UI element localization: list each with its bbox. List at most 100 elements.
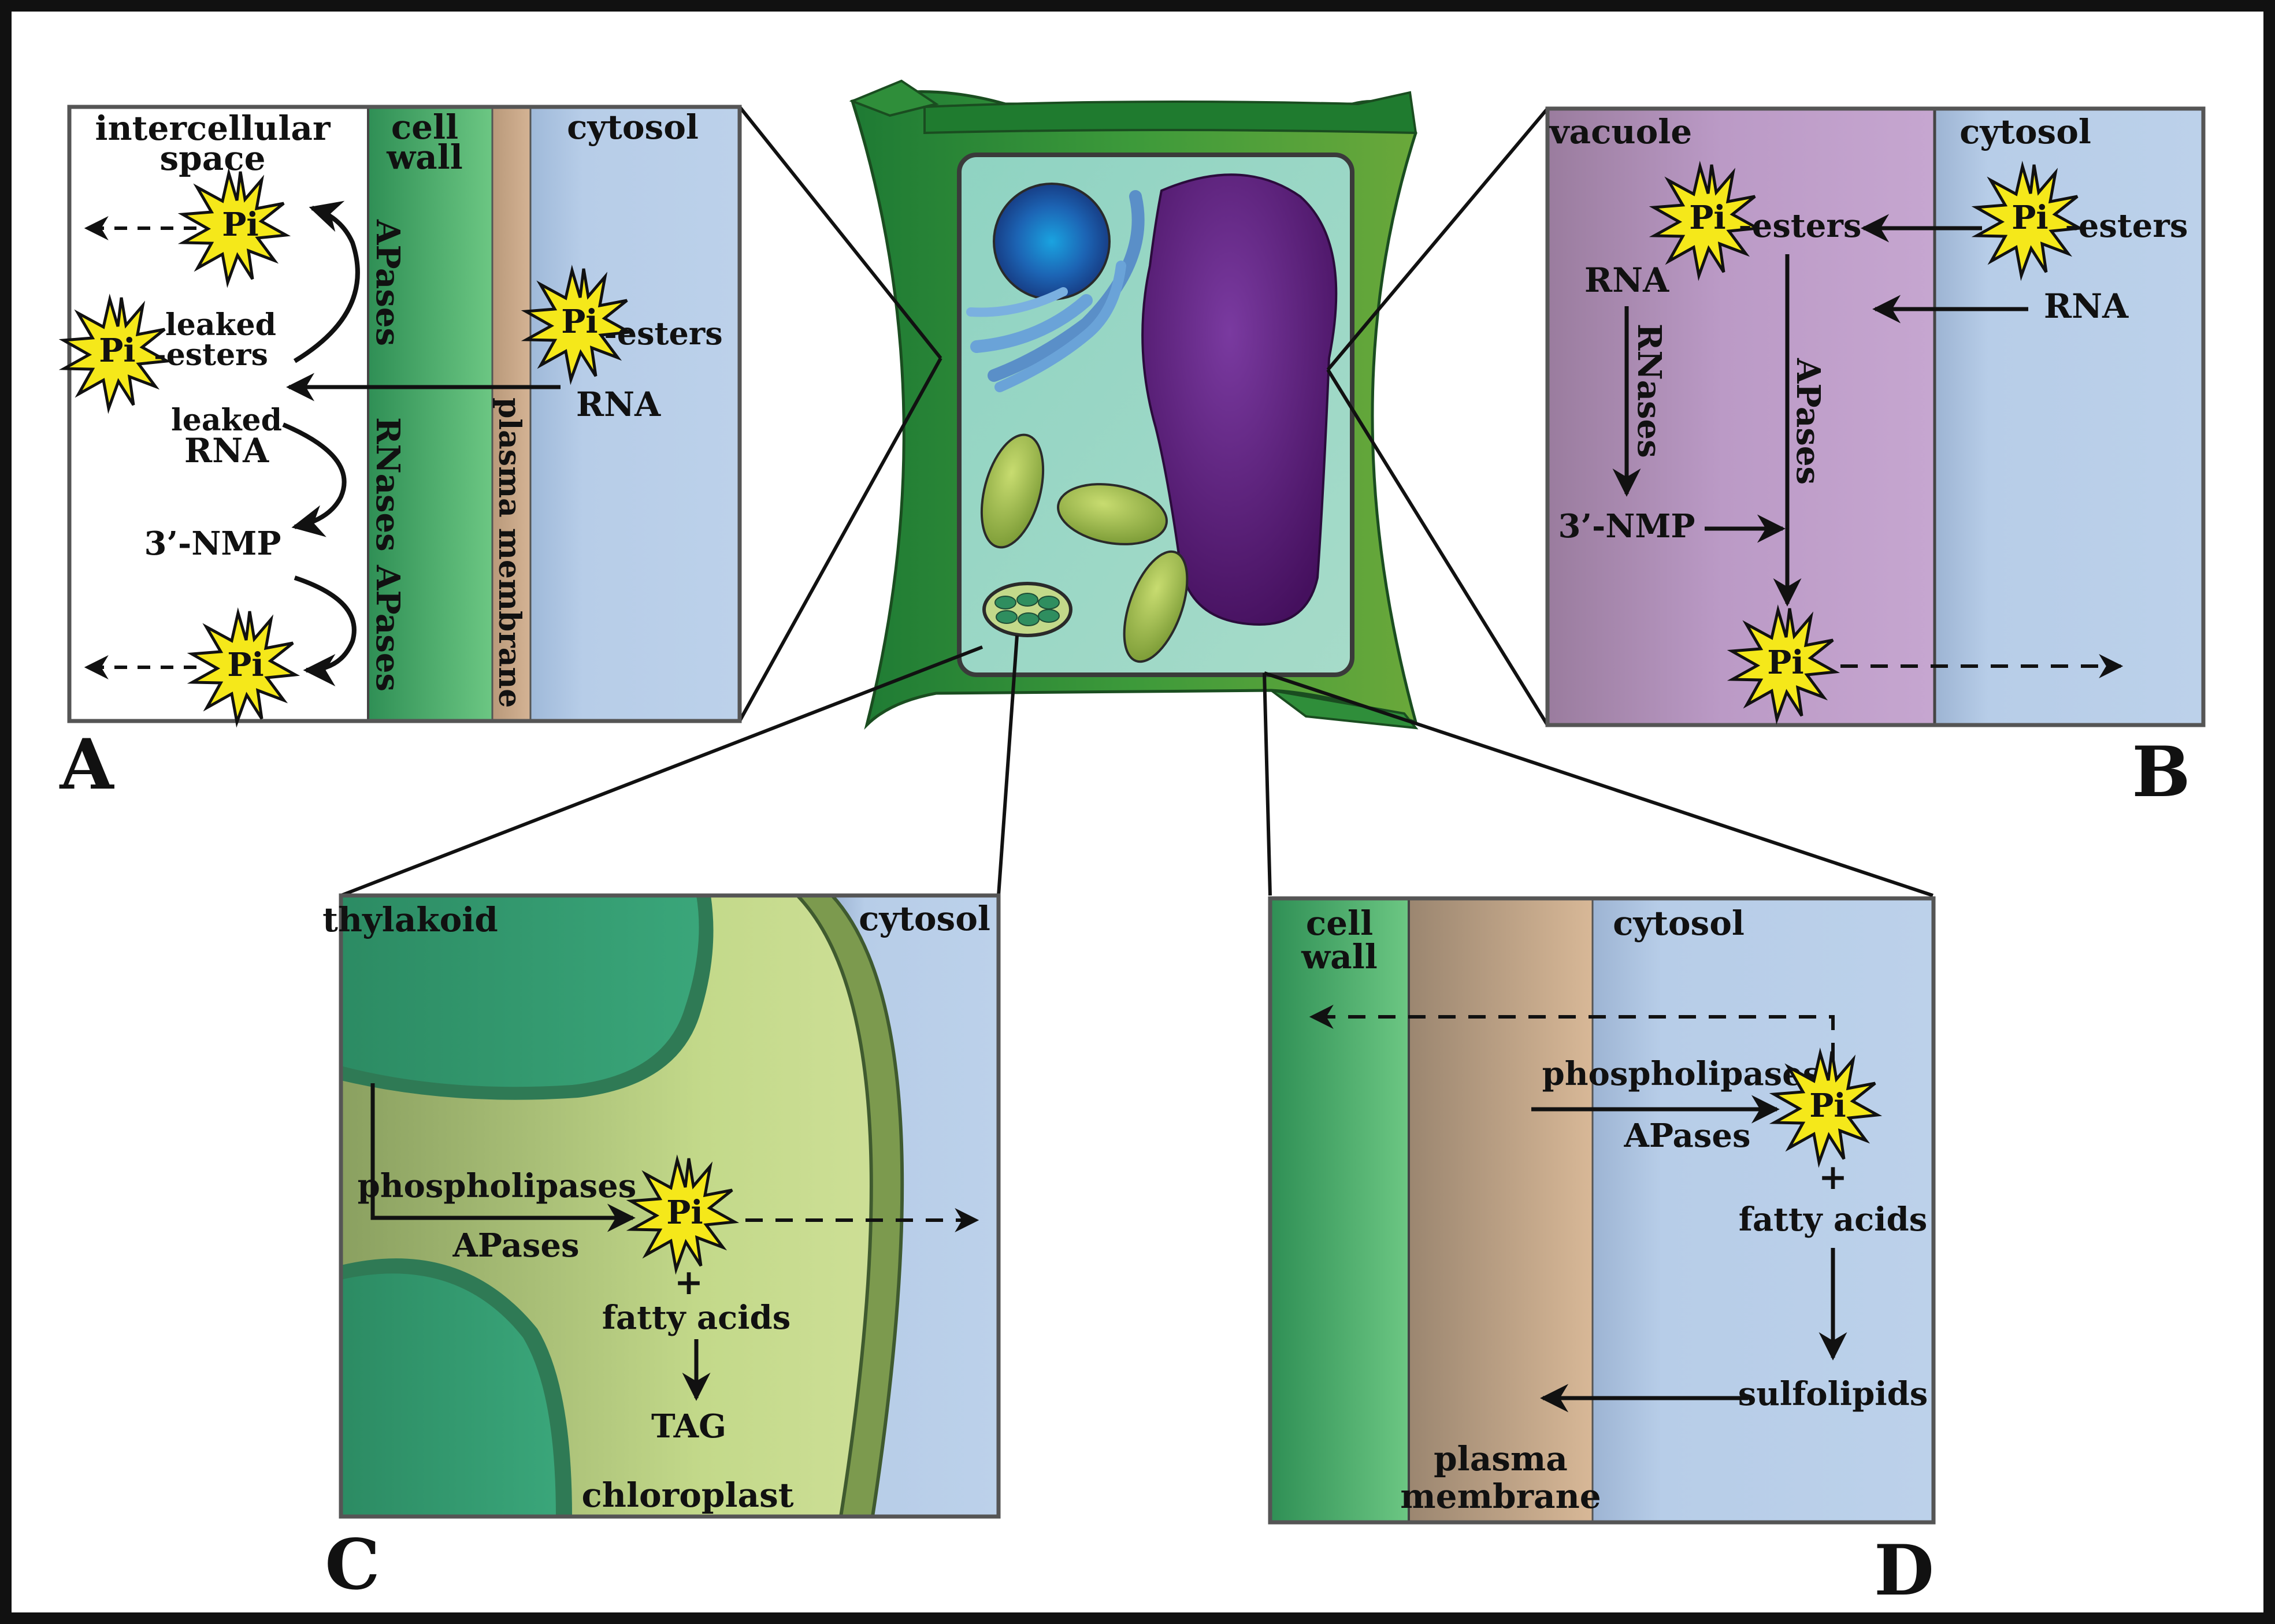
plant-cell-illustration: [849, 79, 1419, 730]
label-c-cytosol: cytosol: [859, 899, 990, 938]
label-a-leaked-esters: -esters: [154, 337, 268, 373]
pi-star-a-cytosol: Pi: [521, 265, 634, 385]
chloroplast-organelle-1: [980, 433, 1045, 549]
label-b-rnases: RNases: [1630, 324, 1668, 458]
chloroplast-organelle-3: [1123, 550, 1189, 663]
label-d-cytosol: cytosol: [1613, 904, 1745, 943]
chloroplast-organelle-2: [1057, 483, 1168, 545]
label-cell-wall-line1: cell: [391, 107, 458, 147]
label-cell-wall-line2: wall: [386, 137, 463, 177]
pi-star-a-bottom: Pi: [187, 607, 300, 728]
label-d-cell-wall-line1: cell: [1306, 904, 1373, 943]
pi-star-b-bottom: Pi: [1727, 604, 1840, 725]
pi-star-b-cytosol: Pi: [1971, 161, 2085, 281]
label-a-rna: RNA: [576, 385, 661, 424]
chloroplast-highlighted: [982, 582, 1072, 637]
pi-label-b-bottom: Pi: [1767, 644, 1803, 682]
cytosol-region-b: [1935, 109, 2203, 725]
arrow-curved-a-rnases: [282, 422, 347, 537]
label-d-sulfolipids: sulfolipids: [1738, 1375, 1928, 1413]
arrow-dashed-d: [1309, 1005, 1835, 1060]
label-b-cytosol: cytosol: [1959, 112, 2091, 151]
label-d-plus: +: [1818, 1157, 1847, 1198]
label-b-rna-vacuole: RNA: [1584, 261, 1669, 300]
pi-star-c: Pi: [626, 1154, 740, 1275]
cell-wall-top: [923, 91, 1417, 135]
label-apases-wall-top: APases: [369, 219, 407, 346]
zoom-leader-lines: [340, 106, 1933, 897]
pi-label-a-cytosol: Pi: [561, 303, 597, 341]
panel-letter-c: C: [325, 1524, 380, 1606]
cell-wall-region: [368, 107, 492, 721]
label-thylakoid: thylakoid: [322, 900, 498, 939]
label-a-leaked-rna-line2: RNA: [184, 431, 269, 470]
label-b-nmp: 3’-NMP: [1558, 507, 1695, 545]
label-intercellular-space-line1: intercellular: [95, 109, 331, 148]
label-b-cytosol-esters: -esters: [2065, 207, 2188, 245]
label-apases-wall-bottom: APases: [369, 564, 407, 692]
label-cytosol: cytosol: [567, 107, 699, 147]
pi-label-a-top: Pi: [222, 206, 258, 244]
panel-a: intercellular space cell wall cytosol AP…: [58, 105, 742, 805]
plasma-membrane-region-d: [1409, 898, 1593, 1522]
plasma-membrane-region: [492, 107, 530, 721]
pi-star-a-leaked: Pi: [58, 293, 172, 414]
label-vacuole: vacuole: [1549, 112, 1692, 151]
panel-c: thylakoid cytosol phospholipases APases …: [322, 893, 1001, 1606]
panel-letter-d: D: [1874, 1530, 1934, 1611]
panel-d: cell wall cytosol phospholipases APases …: [1268, 896, 1936, 1611]
thylakoid-top: [341, 895, 699, 1087]
golgi-cisterna-1: [970, 294, 1093, 353]
label-c-apases: APases: [452, 1227, 579, 1265]
pi-star-d: Pi: [1769, 1047, 1883, 1168]
arrow-curved-a-apases-1: [293, 200, 360, 363]
arrow-curved-a-apases-2: [294, 575, 357, 686]
nucleus: [993, 183, 1111, 300]
label-d-plasma-membrane-line1: plasma: [1434, 1439, 1568, 1478]
label-b-rna-cytosol: RNA: [2044, 287, 2129, 326]
label-c-plus: +: [674, 1262, 703, 1303]
label-c-phospholipases: phospholipases: [358, 1167, 637, 1205]
cytosol-region-c: [832, 895, 999, 1517]
pi-label-a-leaked: Pi: [99, 332, 135, 370]
pi-label-b-vacuole: Pi: [1689, 199, 1725, 237]
label-a-nmp: 3’-NMP: [144, 525, 281, 563]
pi-label-a-bottom: Pi: [227, 646, 264, 684]
cytosol-region: [530, 107, 740, 721]
label-d-fatty-acids: fatty acids: [1739, 1201, 1927, 1239]
pi-label-d: Pi: [1809, 1087, 1846, 1125]
label-b-apases: APases: [1789, 358, 1827, 485]
label-d-plasma-membrane-line2: membrane: [1400, 1477, 1601, 1516]
panel-letter-a: A: [59, 724, 114, 805]
panel-b-border: [1545, 106, 2206, 727]
cell-wall-region-d: [1270, 898, 1409, 1522]
pi-star-a-top: Pi: [177, 168, 291, 288]
label-a-cytosol-esters: -esters: [604, 315, 722, 352]
label-rnases-wall: RNases: [369, 417, 407, 552]
central-vacuole: [1141, 173, 1338, 626]
label-d-phospholipases: phospholipases: [1542, 1055, 1821, 1093]
label-a-leaked-rna-line1: leaked: [171, 403, 282, 438]
panel-letter-b: B: [2132, 731, 2190, 813]
label-c-tag: TAG: [651, 1407, 726, 1445]
pi-label-c: Pi: [666, 1194, 703, 1232]
label-d-apases: APases: [1623, 1117, 1750, 1155]
label-plasma-membrane-vertical: plasma membrane: [492, 397, 527, 708]
label-a-leaked: leaked: [165, 307, 276, 343]
pi-label-b-cytosol: Pi: [2011, 199, 2048, 237]
panel-d-border: [1268, 896, 1936, 1525]
panel-b: vacuole cytosol Pi -esters Pi -esters RN…: [1545, 106, 2206, 813]
pi-star-b-vacuole: Pi: [1649, 161, 1762, 281]
golgi-cisterna-2: [994, 261, 1126, 392]
panel-a-border: [67, 105, 742, 723]
label-c-chloroplast: chloroplast: [581, 1476, 793, 1515]
label-b-vacuole-esters: -esters: [1739, 207, 1862, 245]
panel-c-border: [339, 893, 1001, 1519]
golgi-cisterna-3: [966, 287, 1068, 317]
cell-wall-corner: [849, 79, 939, 117]
endoplasmic-reticulum: [988, 190, 1145, 382]
arrow-c-phospholipid-breakdown: [370, 1083, 636, 1232]
label-c-fatty-acids: fatty acids: [602, 1299, 791, 1337]
